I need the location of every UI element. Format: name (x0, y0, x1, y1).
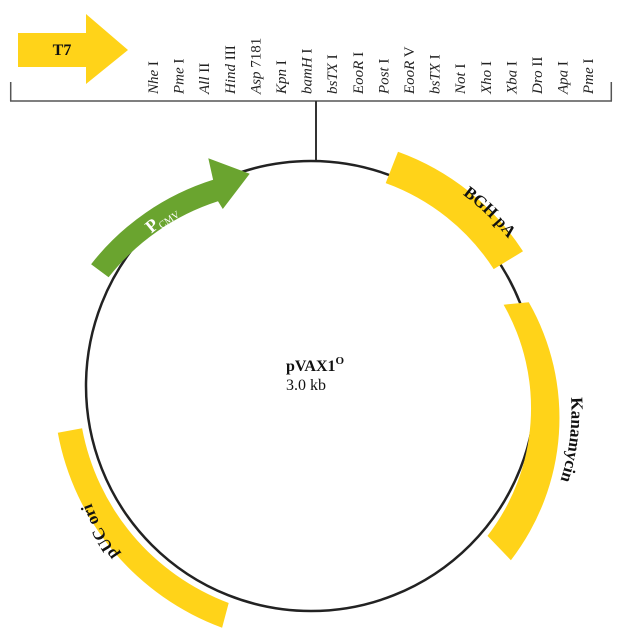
bgh-pa-shape (385, 151, 523, 270)
puc-ori-shape (57, 428, 229, 628)
restriction-site-label: bsTX I (325, 54, 341, 94)
restriction-site-label: Xho I (479, 61, 495, 95)
mcs-bracket (9, 82, 613, 160)
feature-pcmv: PCMV (91, 158, 250, 278)
restriction-site-label: All II (197, 63, 213, 95)
restriction-site-label: Pme I (581, 59, 597, 95)
restriction-site-label: EooR I (351, 52, 367, 95)
feature-puc-ori: pUC ori (57, 428, 229, 628)
restriction-site-label: Xba I (504, 61, 520, 95)
t7-label: T7 (53, 42, 72, 59)
restriction-site-label: Not I (453, 64, 469, 95)
plasmid-center-label: pVAX1O 3.0 kb (286, 355, 345, 394)
restriction-site-label: EooR V (402, 46, 418, 95)
restriction-site-label: Post I (376, 59, 392, 95)
restriction-site-label: bamH I (300, 49, 316, 94)
restriction-site-label: Apa I (556, 61, 572, 95)
t7-promoter: T7 (18, 14, 128, 84)
feature-bgh-pa: BGH pA (385, 151, 523, 270)
restriction-site-label: bsTX I (428, 54, 444, 94)
restriction-site-label: Hind III (223, 45, 239, 95)
restriction-site-label: Asp 7181 (248, 38, 264, 95)
feature-kanamycin: Kanamycin (487, 302, 587, 561)
restriction-site-label: Pme I (172, 59, 188, 95)
restriction-site-label: Nhe I (146, 61, 162, 95)
t7-arrow-shape (18, 14, 128, 84)
plasmid-size: 3.0 kb (286, 377, 326, 394)
restriction-site-label: Dro II (530, 57, 546, 95)
kanamycin-shape (487, 302, 560, 561)
restriction-site-label: Kpn I (274, 60, 290, 95)
plasmid-name: pVAX1O (286, 355, 345, 375)
kanamycin-label: Kanamycin (557, 397, 587, 485)
restriction-site-list: Nhe I Pme I All II Hind III Asp 7181 Kpn I bam… (146, 38, 597, 95)
pcmv-arrow-shape (91, 158, 250, 278)
